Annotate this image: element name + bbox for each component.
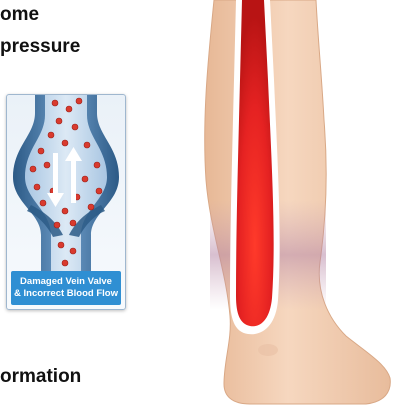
heading-line-1: ome (0, 4, 39, 26)
valve-caption-line-1: Damaged Vein Valve (11, 276, 121, 288)
ankle-bone (258, 344, 278, 356)
heading-line-3: ormation (0, 366, 81, 388)
valve-caption: Damaged Vein Valve & Incorrect Blood Flo… (11, 271, 121, 305)
damaged-vein-valve-illustration: Damaged Vein Valve & Incorrect Blood Flo… (6, 94, 126, 310)
leg-varicose-vein-illustration (196, 0, 394, 414)
heading-line-2: pressure (0, 36, 80, 58)
valve-caption-line-2: & Incorrect Blood Flow (11, 288, 121, 300)
